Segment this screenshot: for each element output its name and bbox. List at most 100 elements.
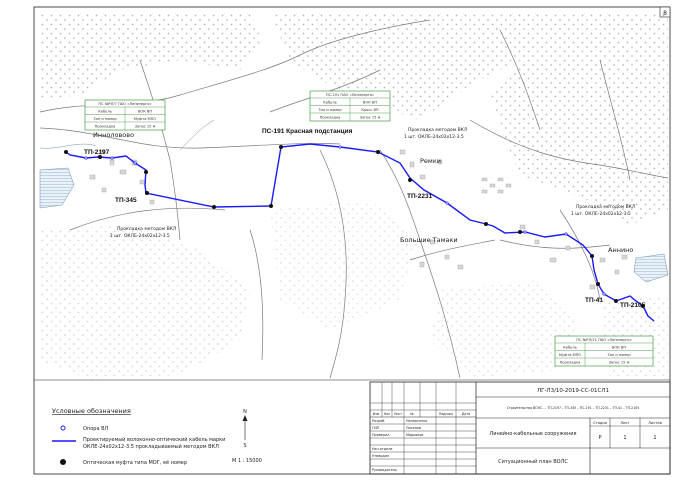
info-box-1: ПС №РЛ/7 ПАО «Ленэнерго» Кабель ВОК ВП Т… — [84, 99, 166, 131]
splice-closure-marker — [212, 205, 216, 209]
north-arrow: N S — [242, 409, 248, 449]
info-box-cell: ВОК ВП — [138, 110, 152, 114]
splice-closure-marker — [279, 145, 283, 149]
building — [437, 159, 443, 165]
label-tp41: ТП-41 — [585, 297, 603, 304]
building — [621, 254, 628, 260]
vl-pole — [110, 156, 114, 160]
building — [457, 264, 464, 270]
building — [101, 187, 107, 193]
place-annino: Аннино — [608, 246, 633, 254]
forest-area — [270, 12, 520, 120]
vl-pole — [523, 230, 527, 234]
vl-pole — [602, 292, 606, 296]
forest-area — [490, 12, 668, 225]
info-box-cell: Запас 15 м — [360, 116, 381, 120]
building — [109, 159, 115, 166]
cable-note-2-spec: 1 шт. ОКЛЕ-24х02х12-3.5 — [404, 134, 464, 140]
building — [589, 284, 596, 290]
info-box-cell: Прокладка — [560, 361, 581, 365]
label-tp2197: ТП-2197 — [84, 149, 110, 156]
cable-note-3-title: Прокладка методом ВКЛ — [576, 204, 635, 210]
info-box-cell: Кабель — [563, 346, 577, 350]
place-bolshie-tamki: Большие Тамаки — [400, 236, 458, 244]
building — [481, 177, 488, 182]
list-value: 1 — [623, 435, 626, 441]
road — [319, 149, 347, 379]
building — [139, 179, 146, 185]
splice-closure-marker — [269, 204, 273, 208]
label-ps191: ПС-191 Красная подстанция — [262, 128, 353, 135]
cable-note-1-title: Прокладка методом ВКЛ — [117, 226, 176, 232]
name-gip: Лисенов — [406, 426, 421, 430]
col-ndok: № — [410, 412, 414, 416]
splice-closure-marker — [408, 178, 412, 182]
col-izm: Изм — [373, 412, 380, 416]
forest-area — [40, 12, 262, 100]
road — [499, 29, 541, 131]
building — [534, 239, 540, 245]
splice-closure-marker — [484, 222, 488, 226]
splice-closure-marker — [614, 299, 618, 303]
col-list: Лист — [394, 412, 402, 416]
south-label: S — [243, 443, 246, 449]
role-utv: Утвердил — [372, 454, 389, 458]
splice-closure-marker — [144, 170, 148, 174]
vl-pole — [338, 145, 342, 149]
river — [39, 119, 215, 151]
cable-note-3-spec: 1 шт. ОКЛЕ-24х02х12-3.5 — [571, 211, 631, 217]
building — [419, 174, 426, 180]
col-data: Дата — [462, 412, 470, 416]
lake-east — [633, 253, 669, 283]
role-nach: Нач.отдела — [372, 447, 392, 451]
map-scale: М 1 : 15000 — [232, 458, 262, 464]
vl-pole — [564, 232, 568, 236]
title-block-frame — [369, 381, 671, 475]
name-prov: Марьяков — [406, 433, 423, 437]
splice-closure-marker — [518, 230, 522, 234]
splice-closure-marker — [64, 150, 68, 154]
info-box-cell: Прокладка — [95, 125, 116, 129]
splice-closure-marker — [145, 191, 149, 195]
building — [599, 257, 606, 263]
road — [39, 127, 341, 149]
forest-area — [40, 225, 250, 380]
road — [69, 207, 226, 231]
legend-closure-symbol — [60, 459, 66, 465]
sheet-title: Ситуационный план ВОЛС — [498, 458, 568, 465]
info-box-2: ПС-191 ПАО «Ленэнерго» Кабель ВОК ВП Тип… — [309, 90, 391, 122]
road — [409, 239, 496, 261]
building-clusters — [89, 149, 628, 290]
road — [139, 59, 181, 241]
info-box-cell: Тип и номер — [92, 117, 117, 121]
info-box-cell: Кабель — [323, 101, 337, 105]
info-box-3: ПС №РЛ/21 ПАО «Ленэнерго» Кабель ВОК ВП … — [554, 335, 654, 367]
place-remki: Ремки — [420, 157, 441, 165]
north-label: N — [243, 409, 247, 415]
road — [499, 239, 611, 249]
splice-closure-marker — [98, 155, 102, 159]
road — [559, 209, 601, 301]
splice-closure-marker — [376, 150, 380, 154]
section-name: Линейно-кабельные сооружения — [489, 430, 576, 437]
name-razrab: Наперсенко — [406, 419, 427, 423]
info-box-frame — [554, 335, 654, 367]
info-box-cell: Тип и номер — [317, 108, 342, 112]
info-box-cell: Муфта МПО — [559, 353, 582, 357]
info-box-cell: Прокладка — [320, 116, 341, 120]
listov-header: Листов — [648, 421, 661, 425]
role-prov: Проверил — [372, 433, 389, 437]
building — [429, 239, 436, 245]
label-tp2231: ТП-2231 — [407, 193, 433, 200]
info-box-title: ПС-191 ПАО «Ленэнерго» — [326, 93, 374, 97]
stadia-value: Р — [598, 435, 601, 441]
splice-closure-marker — [590, 254, 594, 258]
building — [99, 149, 106, 155]
building — [519, 224, 526, 230]
project-name: Строительство ВОЛС ... ТП-2197 – ТП-345 … — [507, 406, 640, 410]
stadia-header: Стадия — [593, 421, 607, 425]
building — [409, 161, 415, 168]
legend-title: Условные обозначения — [52, 407, 131, 415]
splice-closure-marker — [641, 304, 645, 308]
